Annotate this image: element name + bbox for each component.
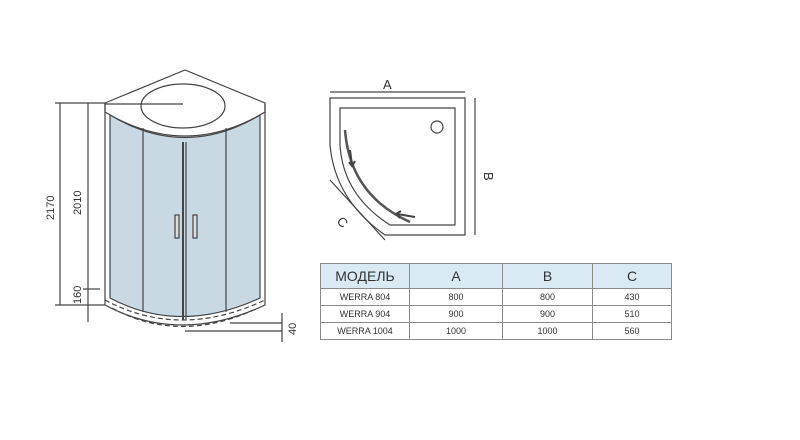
sliding-door-curve [343,129,411,224]
cell-a: 1000 [409,322,503,340]
door-handle-right [192,214,198,239]
cabin-inner-frame [109,113,261,317]
model-dimensions-table: МОДЕЛЬ A B C WERRA 804 800 800 430 WERRA… [320,263,672,340]
cell-c: 510 [592,305,672,323]
plan-label-c: C [334,214,351,231]
plan-label-a: A [383,77,392,92]
plan-inner-tray [339,107,456,226]
shower-cabin-front-view [55,69,283,342]
shower-tray [104,299,266,321]
header-c: C [592,263,672,289]
table-header-row: МОДЕЛЬ A B C [320,263,672,289]
dim-label-160: 160 [72,286,84,304]
door-arrow-icon [348,149,356,168]
shower-tray-edge [111,307,259,327]
cell-a: 800 [409,288,503,306]
header-a: A [409,263,503,289]
table-row: WERRA 904 900 900 510 [320,305,672,323]
plan-label-b: B [481,172,496,181]
dim-line-c [329,179,386,241]
cell-model: WERRA 904 [320,305,410,323]
cell-model: WERRA 804 [320,288,410,306]
cell-c: 430 [592,288,672,306]
roof-dome [140,83,226,129]
cell-a: 900 [409,305,503,323]
table-row: WERRA 804 800 800 430 [320,288,672,306]
table-row: WERRA 1004 1000 1000 560 [320,322,672,340]
cell-b: 900 [502,305,593,323]
dim-label-2010: 2010 [72,191,84,215]
door-arrow-icon [394,210,416,219]
cell-b: 1000 [502,322,593,340]
dim-label-2170: 2170 [45,196,57,220]
cell-c: 560 [592,322,672,340]
cell-model: WERRA 1004 [320,322,410,340]
cell-b: 800 [502,288,593,306]
dim-label-40: 40 [287,323,299,335]
door-handle-left [174,214,180,239]
header-b: B [502,263,593,289]
shower-cabin-plan-view [329,91,476,241]
header-model: МОДЕЛЬ [320,263,410,289]
drain-icon [430,120,444,134]
